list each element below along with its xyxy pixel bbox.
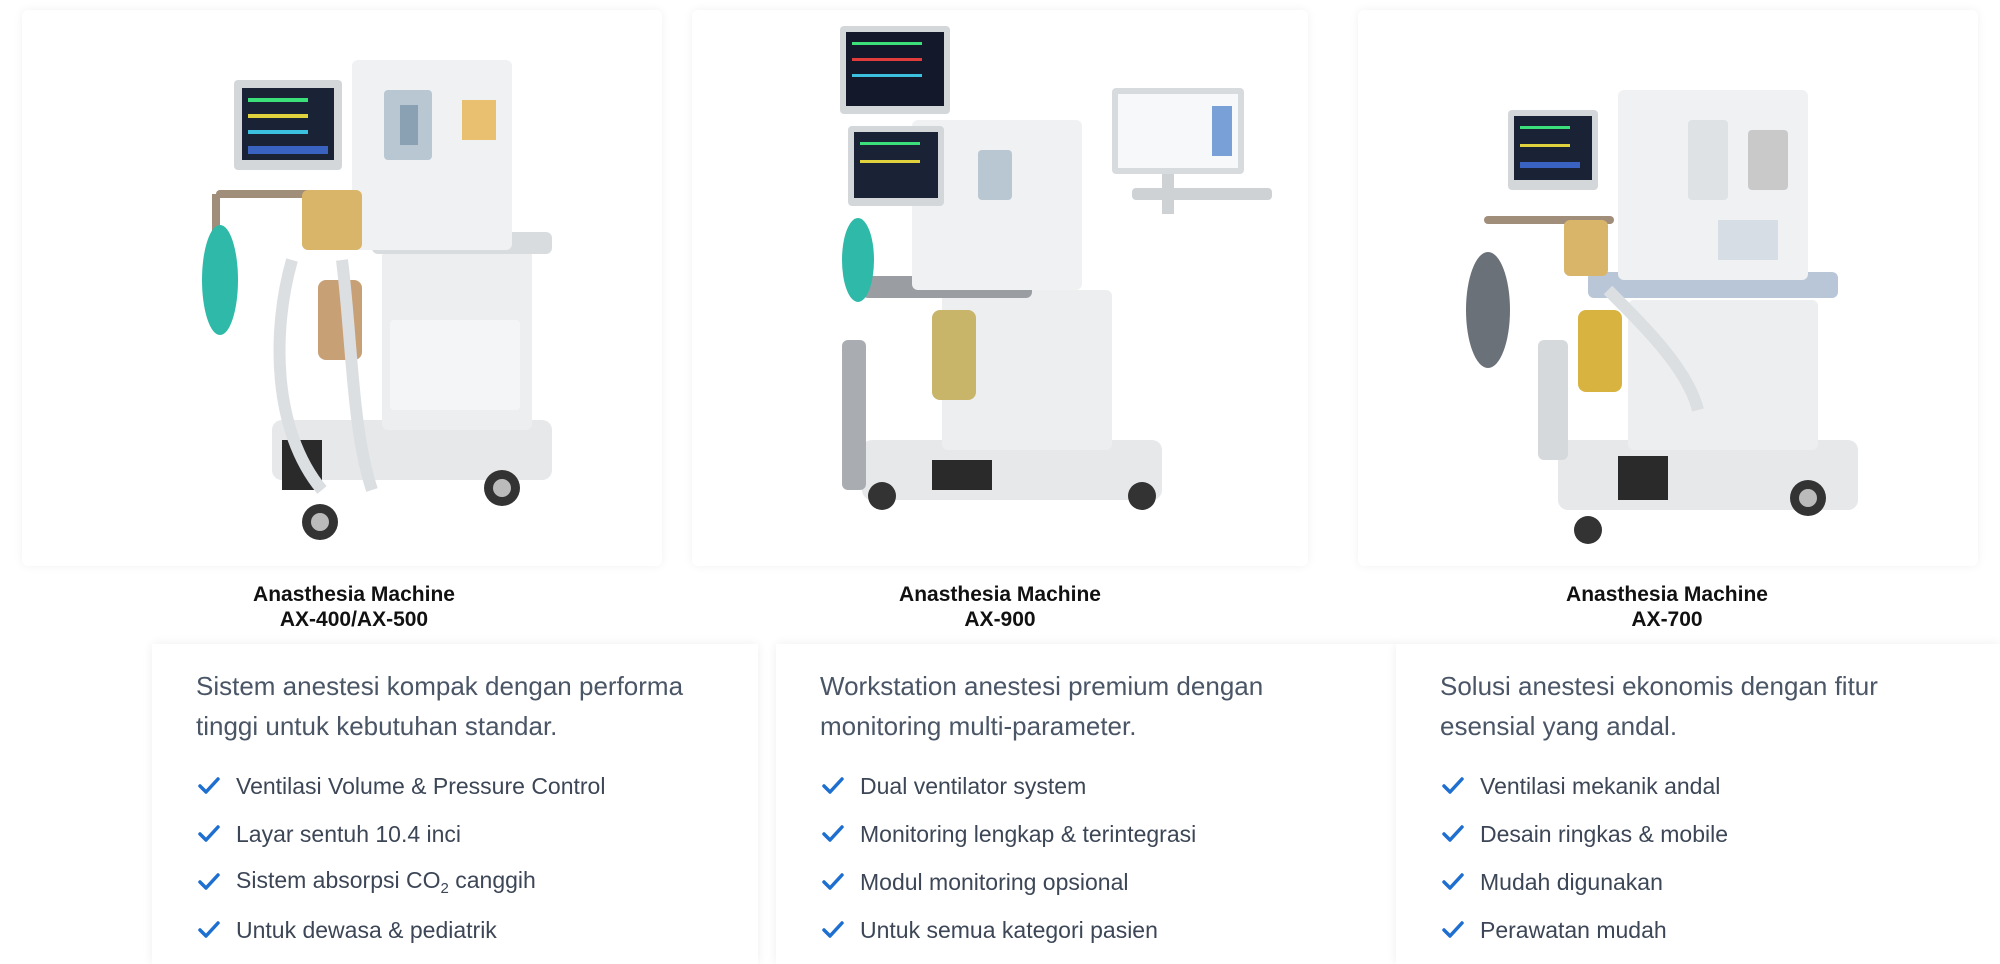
product-model: AX-900 bbox=[964, 608, 1036, 631]
checkmark-icon bbox=[1442, 873, 1464, 890]
checkmark-icon bbox=[1442, 825, 1464, 842]
checkmark-icon bbox=[198, 777, 220, 794]
feature-item: Monitoring lengkap & terintegrasi bbox=[820, 810, 1196, 858]
feature-label: Ventilasi mekanik andal bbox=[1480, 772, 1721, 799]
product-title-line1: Anasthesia Machine bbox=[253, 583, 455, 606]
product-column-ax700: Anasthesia Machine AX-700 Solusi anestes… bbox=[1334, 0, 2000, 964]
feature-label: Mudah digunakan bbox=[1480, 868, 1663, 895]
feature-label: Sistem absorpsi CO2 canggih bbox=[236, 867, 536, 897]
product-model: AX-700 bbox=[1631, 608, 1703, 631]
feature-label-suffix: canggih bbox=[448, 867, 536, 893]
product-card: Sistem anestesi kompak dengan performa t… bbox=[152, 644, 758, 964]
anesthesia-machine-ax900-image bbox=[840, 26, 1272, 510]
feature-label: Perawatan mudah bbox=[1480, 916, 1667, 943]
product-title-line1: Anasthesia Machine bbox=[899, 583, 1101, 606]
co2-subscript: 2 bbox=[440, 880, 449, 897]
checkmark-icon bbox=[198, 873, 220, 890]
checkmark-icon bbox=[822, 825, 844, 842]
feature-list: Dual ventilator system Monitoring lengka… bbox=[820, 762, 1196, 954]
checkmark-icon bbox=[198, 921, 220, 938]
feature-item: Ventilasi Volume & Pressure Control bbox=[196, 762, 605, 810]
product-description: Sistem anestesi kompak dengan performa t… bbox=[196, 671, 684, 741]
feature-item: Mudah digunakan bbox=[1440, 858, 1728, 906]
product-title-line1: Anasthesia Machine bbox=[1566, 583, 1768, 606]
checkmark-icon bbox=[822, 921, 844, 938]
feature-label: Desain ringkas & mobile bbox=[1480, 820, 1729, 847]
product-title: Anasthesia Machine AX-700 bbox=[1334, 582, 2000, 632]
feature-list: Ventilasi Volume & Pressure Control Laya… bbox=[196, 762, 605, 954]
product-description: Workstation anestesi premium dengan moni… bbox=[820, 671, 1264, 741]
feature-item: Untuk dewasa & pediatrik bbox=[196, 906, 605, 954]
feature-item: Layar sentuh 10.4 inci bbox=[196, 810, 605, 858]
feature-label: Layar sentuh 10.4 inci bbox=[236, 820, 462, 847]
feature-label-text: Sistem absorpsi CO bbox=[236, 867, 441, 893]
feature-label: Dual ventilator system bbox=[860, 772, 1087, 799]
product-image-panel[interactable] bbox=[22, 10, 662, 566]
checkmark-icon bbox=[1442, 921, 1464, 938]
feature-item: Untuk semua kategori pasien bbox=[820, 906, 1196, 954]
feature-item: Sistem absorpsi CO2 canggih bbox=[196, 858, 605, 906]
feature-list: Ventilasi mekanik andal Desain ringkas &… bbox=[1440, 762, 1728, 954]
product-image-panel[interactable] bbox=[1358, 10, 1978, 566]
checkmark-icon bbox=[822, 777, 844, 794]
product-column-ax900: Anasthesia Machine AX-900 Workstation an… bbox=[666, 0, 1398, 964]
product-description: Solusi anestesi ekonomis dengan fitur es… bbox=[1440, 671, 1878, 741]
checkmark-icon bbox=[1442, 777, 1464, 794]
product-model: AX-400/AX-500 bbox=[279, 608, 429, 631]
feature-item: Dual ventilator system bbox=[820, 762, 1196, 810]
product-card: Workstation anestesi premium dengan moni… bbox=[776, 644, 1398, 964]
anesthesia-machine-ax700-image bbox=[1466, 90, 1858, 544]
feature-label: Ventilasi Volume & Pressure Control bbox=[236, 772, 606, 799]
product-title: Anasthesia Machine AX-400/AX-500 bbox=[44, 582, 664, 632]
checkmark-icon bbox=[822, 873, 844, 890]
feature-label: Monitoring lengkap & terintegrasi bbox=[860, 820, 1197, 847]
product-card: Solusi anestesi ekonomis dengan fitur es… bbox=[1396, 644, 2000, 964]
feature-label: Untuk dewasa & pediatrik bbox=[236, 916, 497, 943]
product-image-panel[interactable] bbox=[692, 10, 1308, 566]
feature-item: Perawatan mudah bbox=[1440, 906, 1728, 954]
product-column-ax400: Anasthesia Machine AX-400/AX-500 Sistem … bbox=[0, 0, 758, 964]
anesthesia-machine-ax400-image bbox=[202, 60, 552, 540]
feature-label: Untuk semua kategori pasien bbox=[860, 916, 1158, 943]
feature-item: Modul monitoring opsional bbox=[820, 858, 1196, 906]
checkmark-icon bbox=[198, 825, 220, 842]
feature-label: Modul monitoring opsional bbox=[860, 868, 1129, 895]
product-title: Anasthesia Machine AX-900 bbox=[666, 582, 1334, 632]
feature-item: Desain ringkas & mobile bbox=[1440, 810, 1728, 858]
feature-item: Ventilasi mekanik andal bbox=[1440, 762, 1728, 810]
